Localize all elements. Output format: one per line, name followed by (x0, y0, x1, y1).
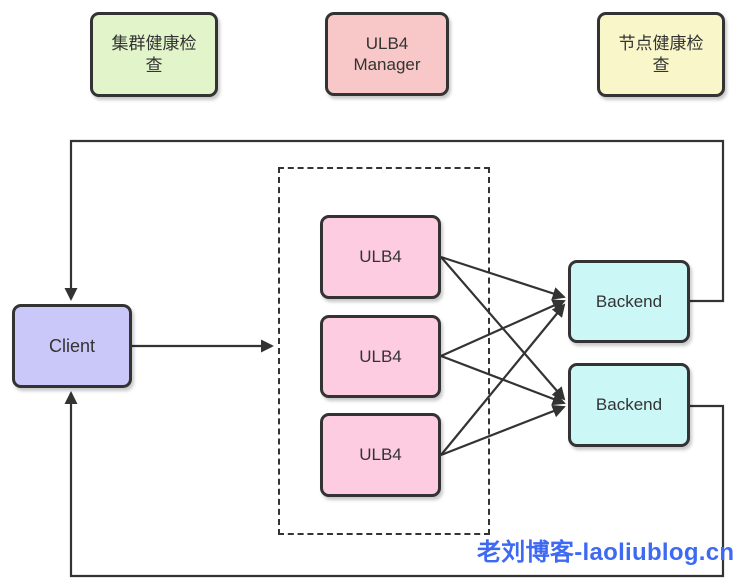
node-label: Backend (595, 395, 663, 415)
edge-backend1-to-client (64, 139, 725, 303)
watermark-text: 老刘博客-laoliublog.cn (477, 539, 735, 566)
node-label: Backend (595, 291, 663, 311)
node-label: ULB4 (359, 247, 402, 267)
node-label: 集群健康检查 (111, 34, 197, 75)
edge-ulb3-backend1 (440, 303, 566, 456)
node-cluster-health-check: 集群健康检查 (90, 12, 218, 97)
node-label: ULB4 Manager (353, 33, 421, 74)
node-client: Client (12, 304, 132, 388)
ulb-cluster-dashed-frame (278, 167, 490, 535)
node-ulb4-manager: ULB4 Manager (325, 12, 449, 96)
node-label: ULB4 (359, 346, 402, 366)
node-node-health-check: 节点健康检查 (597, 12, 725, 97)
node-label: ULB4 (359, 445, 402, 465)
edge-backend2-to-client (64, 391, 725, 578)
node-label: Client (48, 335, 96, 356)
edge-ulb2-backend1 (440, 299, 566, 358)
node-ulb4-1: ULB4 (320, 215, 441, 299)
edge-ulb3-backend2 (440, 404, 566, 457)
node-ulb4-3: ULB4 (320, 413, 441, 497)
node-backend-1: Backend (568, 260, 690, 343)
node-label: 节点健康检查 (618, 34, 704, 75)
edge-ulb1-backend1 (440, 255, 566, 300)
node-backend-2: Backend (568, 363, 690, 447)
node-ulb4-2: ULB4 (320, 315, 441, 398)
